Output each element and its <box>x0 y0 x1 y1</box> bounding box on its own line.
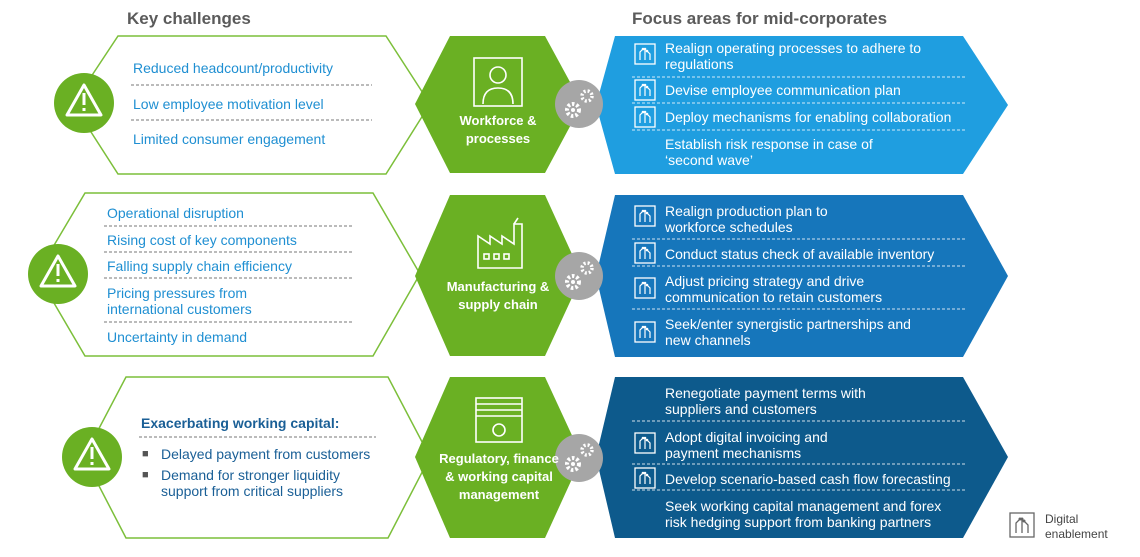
bullet-icon: ■ <box>142 448 149 460</box>
focus-item: Realign production plan to workforce sch… <box>665 203 828 235</box>
focus-item: Devise employee communication plan <box>665 82 901 98</box>
focus-item: Develop scenario-based cash flow forecas… <box>665 471 951 487</box>
gears-icon <box>555 252 603 300</box>
challenge-item: Limited consumer engagement <box>133 131 326 147</box>
focus-item: Seek working capital management and fore… <box>665 498 942 530</box>
focus-item: Seek/enter synergistic partnerships and … <box>665 316 911 348</box>
focus-item: Adopt digital invoicing and payment mech… <box>665 429 828 461</box>
focus-item: Establish risk response in case of ‘seco… <box>665 136 873 168</box>
center-label: Workforce & processes <box>459 113 537 146</box>
warning-icon <box>54 73 114 133</box>
focus-hexagon-2 <box>596 195 1008 357</box>
center-hexagon-3 <box>415 377 582 538</box>
challenge-heading: Exacerbating working capital: <box>141 415 340 431</box>
focus-areas-header: Focus areas for mid-corporates <box>632 9 888 28</box>
gears-icon <box>555 80 603 128</box>
center-hexagon-1 <box>415 36 582 173</box>
challenge-item: Delayed payment from customers <box>161 446 371 462</box>
center-label: Manufacturing & supply chain <box>446 279 550 312</box>
circuit-icon <box>1009 512 1035 538</box>
center-label: Regulatory, finance & working capital ma… <box>439 451 559 502</box>
challenge-item: Uncertainty in demand <box>107 329 248 345</box>
person-icon <box>473 57 523 107</box>
center-hexagon-2 <box>415 195 582 356</box>
key-challenges-header: Key challenges <box>127 9 251 28</box>
challenge-item: Pricing pressures from international cus… <box>107 285 252 317</box>
challenge-item: Demand for stronger liquidity support fr… <box>161 467 344 499</box>
focus-item: Conduct status check of available invent… <box>665 246 935 262</box>
focus-item: Renegotiate payment terms with suppliers… <box>665 385 866 417</box>
challenge-item: Reduced headcount/productivity <box>133 60 334 76</box>
challenge-item: Rising cost of key components <box>107 232 297 248</box>
challenge-item: Operational disruption <box>107 205 244 221</box>
focus-item: Realign operating processes to adhere to… <box>665 40 922 72</box>
focus-item: Adjust pricing strategy and drive commun… <box>665 273 883 305</box>
challenge-item: Low employee motivation level <box>133 96 324 112</box>
money-icon <box>475 397 523 443</box>
warning-icon <box>28 244 88 304</box>
focus-item: Deploy mechanisms for enabling collabora… <box>665 109 952 125</box>
gears-icon <box>555 434 603 482</box>
factory-icon <box>477 217 523 269</box>
bullet-icon: ■ <box>142 469 149 481</box>
warning-icon <box>62 427 122 487</box>
challenge-item: Falling supply chain efficiency <box>107 258 292 274</box>
focus-hexagon-3 <box>596 377 1008 538</box>
legend-label: Digital enablement <box>1045 512 1108 541</box>
focus-hexagon-1 <box>596 36 1008 174</box>
